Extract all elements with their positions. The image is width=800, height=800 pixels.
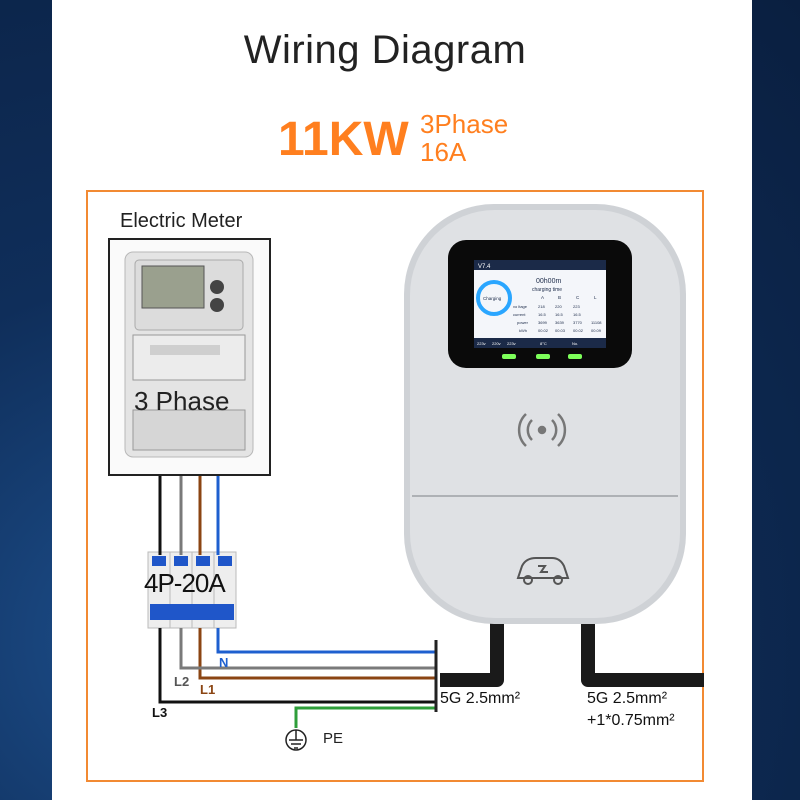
screen-cell: 223 [573, 304, 580, 309]
wire-l2-label: L2 [174, 674, 189, 689]
output-cable-spec-extra: +1*0.75mm² [587, 712, 675, 729]
rfid-icon [517, 413, 567, 447]
diagram-frame [86, 190, 704, 782]
pe-label: PE [323, 730, 344, 747]
wire-n-label: N [219, 655, 228, 670]
screen-cell: 3699 [538, 320, 548, 325]
screen-cell: 220 [555, 304, 562, 309]
screen-cell: 00.02 [538, 328, 549, 333]
screen-row-label: current [513, 312, 526, 317]
screen-cell: 3770 [573, 320, 583, 325]
screen-bottom: 8°C [540, 341, 547, 346]
meter-to-breaker-wires [158, 476, 220, 555]
meter-label: Electric Meter [120, 210, 243, 232]
car-icon [516, 557, 570, 585]
screen-cell: 16.5 [555, 312, 564, 317]
screen-col-a: A [541, 295, 544, 300]
screen-charging-time: charging time [532, 287, 562, 293]
meter-illustration [124, 251, 254, 458]
screen-version: V7.4 [478, 264, 491, 270]
input-cable-spec: 5G 2.5mm² [440, 690, 521, 707]
charger-screen: V7.4 00h00m charging time Charging A B C… [477, 264, 602, 346]
screen-row-label: kWh [519, 328, 527, 333]
screen-col-l: L [594, 295, 597, 300]
output-cable-spec: 5G 2.5mm² [587, 690, 668, 707]
screen-bottom: 220v [492, 341, 501, 346]
ground-icon [285, 729, 307, 751]
screen-bottom: 223v [477, 341, 486, 346]
breaker-to-charger-wires [158, 628, 438, 728]
screen-cell: 00.03 [555, 328, 566, 333]
screen-bottom: 223v [507, 341, 516, 346]
screen-col-b: B [558, 295, 561, 300]
meter-phase-label: 3 Phase [134, 386, 230, 416]
screen-row-label: power [517, 320, 529, 325]
current-label: 16A [420, 137, 467, 167]
breaker-label: 4P-20A [144, 568, 226, 598]
wire-l3-label: L3 [152, 705, 167, 720]
page-title: Wiring Diagram [243, 28, 527, 72]
power-rating: 11KW [278, 113, 409, 166]
breaker-illustration [147, 551, 237, 629]
phase-label: 3Phase [420, 109, 509, 139]
screen-status: Charging [483, 296, 502, 301]
screen-cell: 218 [538, 304, 545, 309]
screen-timer: 00h00m [536, 278, 561, 285]
charger-cables [440, 620, 704, 687]
screen-col-c: C [576, 295, 580, 300]
screen-cell: 00.09 [591, 328, 602, 333]
screen-cell: 16.5 [538, 312, 547, 317]
screen-cell: 3639 [555, 320, 565, 325]
phase-current: 3Phase 16A [420, 110, 508, 166]
screen-cell: 16.5 [573, 312, 582, 317]
screen-cell: 00.02 [573, 328, 584, 333]
screen-bottom: No. [572, 341, 578, 346]
wire-l1-label: L1 [200, 682, 215, 697]
ev-charger [404, 204, 686, 624]
screen-cell: 11108 [591, 320, 602, 325]
screen-row-label: vo ltage [513, 304, 528, 309]
